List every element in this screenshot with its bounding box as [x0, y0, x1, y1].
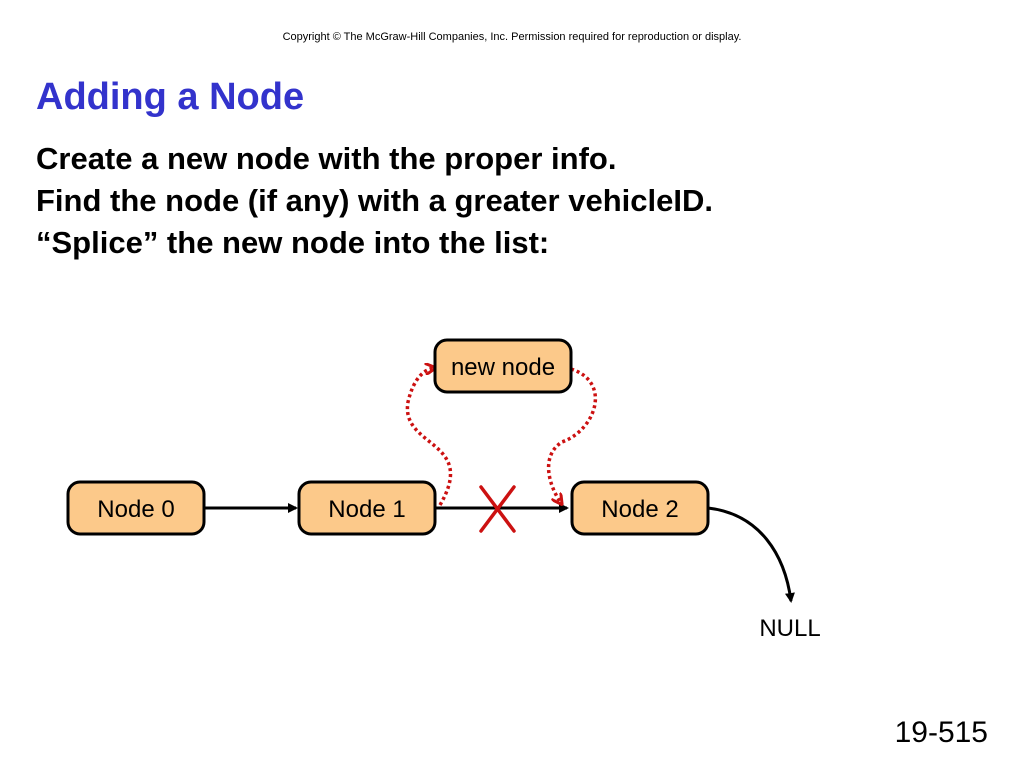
- bullet-list: Create a new node with the proper info. …: [36, 138, 713, 264]
- node-0-label: Node 0: [97, 496, 174, 523]
- bullet-item-create: Create a new node with the proper info.: [36, 141, 617, 176]
- link-node2-to-null: [707, 506, 795, 603]
- node-2-label: Node 2: [601, 496, 678, 523]
- null-label: NULL: [759, 615, 820, 642]
- removed-link-x-mark: [479, 485, 516, 533]
- page-number: 19-515: [894, 716, 988, 749]
- node-2: Node 2: [570, 480, 710, 536]
- bullet-item-find: Find the node (if any) with a greater ve…: [36, 183, 713, 218]
- node-1: Node 1: [297, 480, 437, 536]
- node-new-node-label: new node: [451, 354, 555, 381]
- new-link-node1-to-new-node: [405, 368, 453, 506]
- copyright-notice: Copyright © The McGraw-Hill Companies, I…: [282, 31, 742, 43]
- bullet-item-splice: “Splice” the new node into the list:: [36, 225, 550, 260]
- node-0: Node 0: [66, 480, 206, 536]
- slide-title: Adding a Node: [36, 76, 305, 118]
- node-new-node: new node: [433, 338, 573, 394]
- node-1-label: Node 1: [328, 496, 405, 523]
